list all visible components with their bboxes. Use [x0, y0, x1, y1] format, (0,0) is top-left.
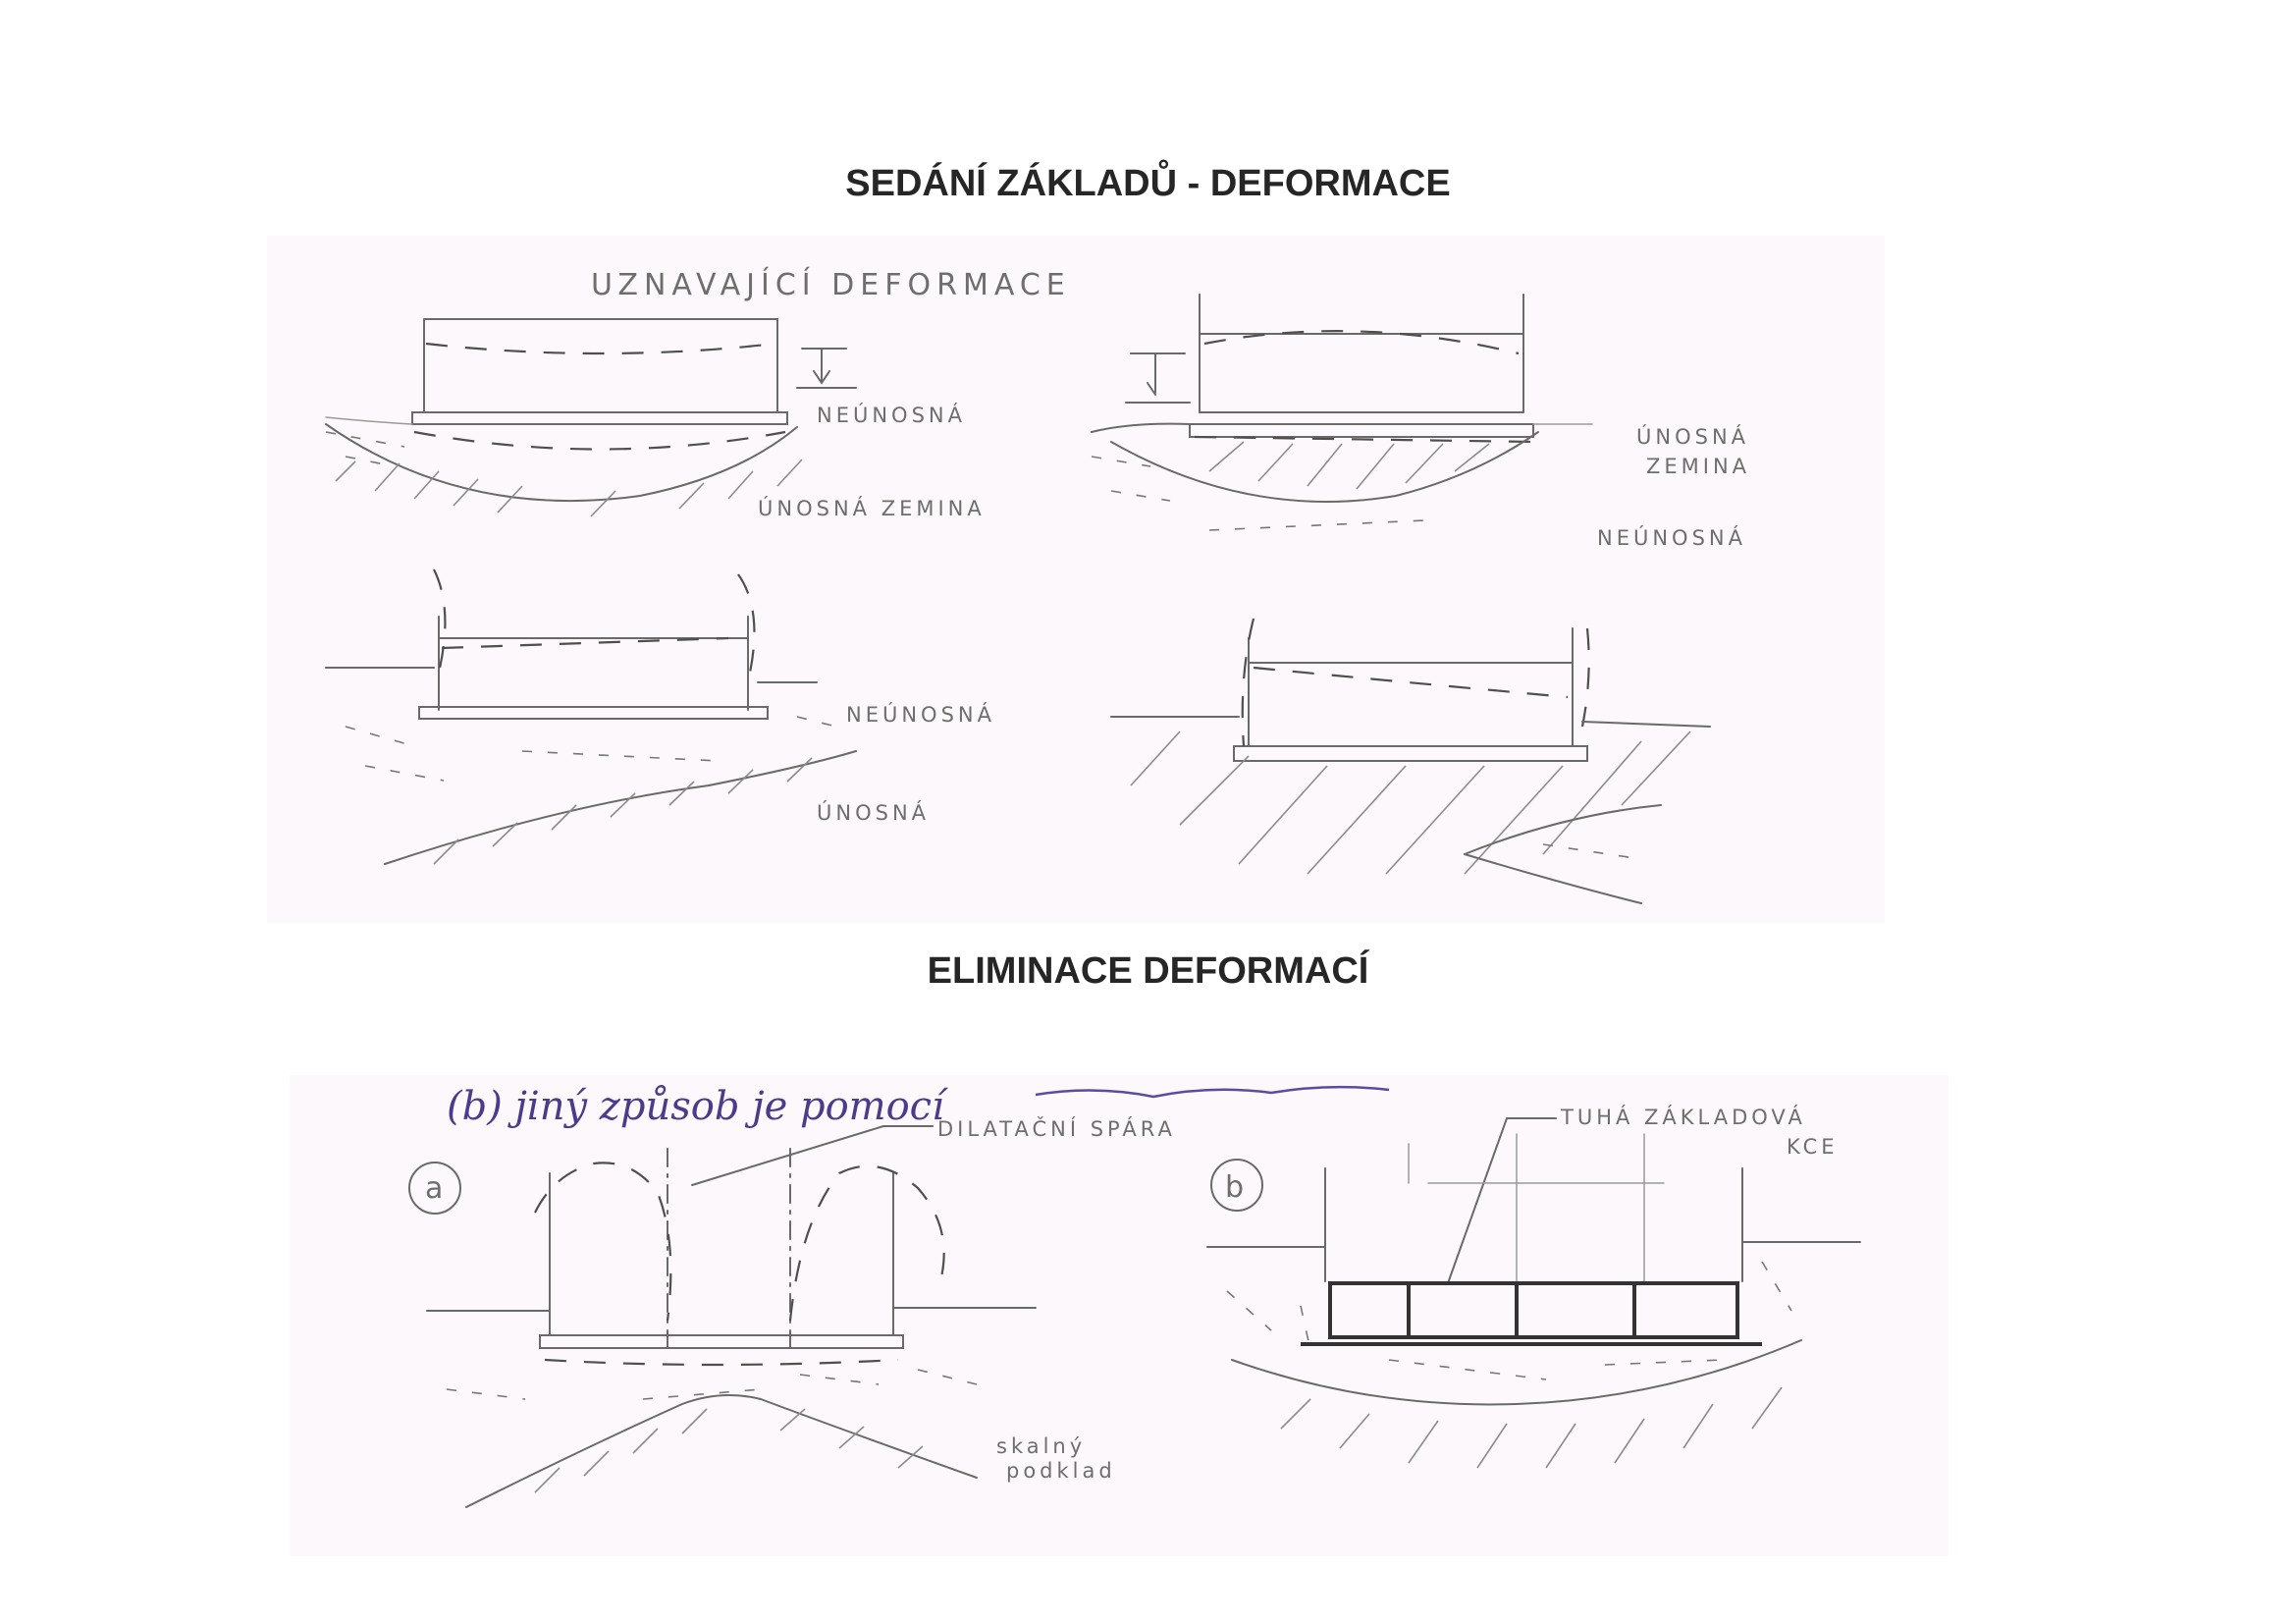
label-dilatation-joint: DILATAČNÍ SPÁRA	[937, 1116, 1176, 1141]
label-rigid-foundation-1: TUHÁ ZÁKLADOVÁ	[1560, 1105, 1806, 1129]
label-weak-soil-2: NEÚNOSNÁ	[1597, 525, 1746, 550]
label-weak-soil-3: NEÚNOSNÁ	[846, 702, 995, 727]
hatch-ground-1	[335, 459, 803, 517]
label-strong-soil-2b: ZEMINA	[1646, 455, 1750, 478]
page-title: SEDÁNÍ ZÁKLADŮ - DEFORMACE	[845, 163, 1451, 204]
section-title-elimination: ELIMINACE DEFORMACÍ	[927, 950, 1369, 992]
hatch-ground-4	[1130, 730, 1691, 875]
ink-note: (b) jiný způsob je pomocí	[447, 1084, 949, 1129]
diagram-differential-settlement-left: NEÚNOSNÁ ÚNOSNÁ	[325, 568, 995, 865]
ink-scribble	[1035, 1085, 1390, 1099]
label-strong-soil-1: ÚNOSNÁ ZEMINA	[758, 496, 986, 520]
label-rigid-foundation-2: KCE	[1787, 1135, 1839, 1159]
diagram-uniform-settlement-right: ÚNOSNÁ ZEMINA NEÚNOSNÁ	[1091, 294, 1750, 550]
label-strong-soil-3: ÚNOSNÁ	[817, 800, 930, 825]
label-strong-soil-2a: ÚNOSNÁ	[1636, 424, 1749, 449]
diagram-differential-settlement-right	[1110, 618, 1711, 904]
hatch-rock	[534, 1408, 924, 1493]
hatch-ground-2	[1208, 441, 1490, 490]
marker-b: b	[1225, 1170, 1250, 1205]
diagram-dilatation-joint: a DILATAČNÍ SPÁRA skalný podklad	[408, 1116, 1176, 1508]
sketch-sheet-elimination: (b) jiný způsob je pomocí a DILATAČNÍ SP…	[290, 1075, 1949, 1556]
caption-deformation: UZNAVAJÍCÍ DEFORMACE	[591, 267, 1071, 302]
hatch-ground-5	[1280, 1386, 1783, 1469]
diagram-uniform-settlement-left: NEÚNOSNÁ ÚNOSNÁ ZEMINA	[325, 318, 986, 520]
sketch-sheet-deformation: UZNAVAJÍCÍ DEFORMACE NEÚNOSNÁ ÚNOSNÁ ZEM…	[267, 236, 1885, 923]
marker-a: a	[425, 1171, 449, 1206]
elimination-sketches: (b) jiný způsob je pomocí a DILATAČNÍ SP…	[408, 1084, 1861, 1508]
diagram-rigid-foundation: b TUHÁ ZÁKLADOVÁ KCE	[1206, 1105, 1861, 1469]
hatch-ground-3	[433, 757, 813, 865]
label-weak-soil-1: NEÚNOSNÁ	[817, 403, 966, 427]
label-rock-1: skalný	[996, 1434, 1086, 1458]
label-rock-2: podklad	[1006, 1459, 1116, 1483]
deformation-sketches: UZNAVAJÍCÍ DEFORMACE NEÚNOSNÁ ÚNOSNÁ ZEM…	[325, 267, 1750, 904]
